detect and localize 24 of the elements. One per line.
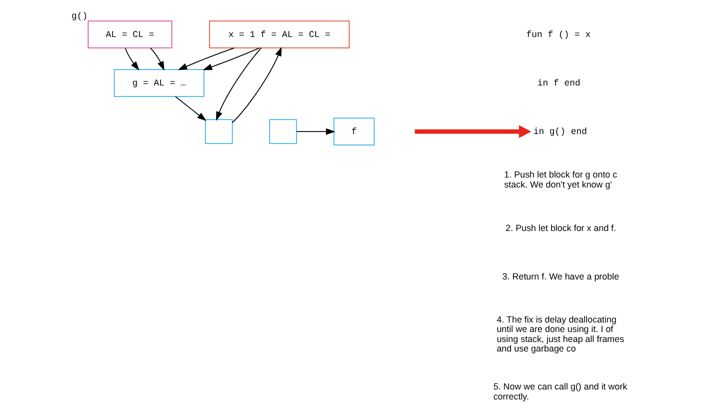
label: 2. Push let block for x and f. — [506, 222, 616, 233]
arrow — [175, 96, 206, 122]
arrow — [296, 128, 336, 135]
arrow — [216, 48, 262, 121]
arrow — [202, 48, 260, 70]
node-box: x = 1 f = AL = CL = — [209, 20, 350, 48]
node-label: g() — [72, 11, 88, 22]
node-box — [205, 119, 233, 144]
arrow — [150, 48, 164, 71]
label: 1. Push let block for g onto c stack. We don't yet know g' — [504, 170, 618, 190]
arrow — [414, 125, 532, 138]
label: fun f () = x — [526, 30, 591, 40]
label: 3. Return f. We have a proble — [502, 272, 620, 282]
node-text: in g() end — [533, 126, 588, 137]
node-box: g = AL = … — [114, 69, 204, 97]
arrow — [124, 48, 140, 70]
arrow — [232, 46, 282, 124]
label: in f end — [537, 78, 580, 88]
node-box: f — [334, 118, 375, 146]
arrow — [178, 48, 235, 70]
label: 4. The fix is delay deallocating until we are done using it. I of using stack, just heap all frames and use garbage co — [496, 314, 624, 354]
node-box: AL = CL = — [88, 20, 172, 48]
node-box — [269, 119, 297, 144]
label: 5. Now we can call g() and it work correctly. — [493, 382, 628, 402]
